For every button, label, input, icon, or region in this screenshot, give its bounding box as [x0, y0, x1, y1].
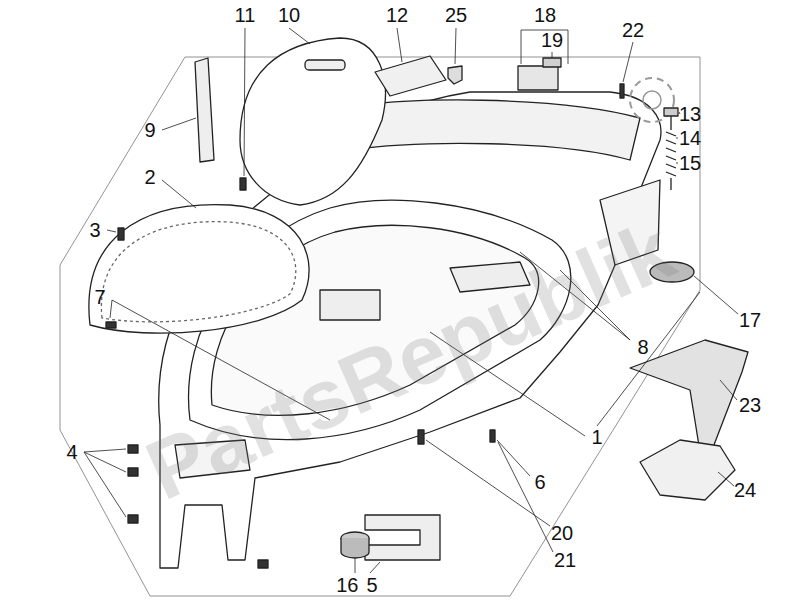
clip	[106, 322, 116, 328]
screw	[490, 430, 495, 442]
clip	[128, 515, 138, 523]
battery-bay	[320, 290, 380, 320]
body-shell	[159, 92, 661, 568]
screw	[418, 430, 424, 444]
fuse-cap	[543, 58, 561, 67]
bolt-head	[664, 108, 678, 116]
plate	[375, 56, 446, 96]
callout-number: 22	[620, 19, 646, 41]
group-frame	[60, 57, 700, 596]
callout-number: 18	[532, 4, 558, 26]
screw	[240, 178, 246, 190]
spring	[666, 116, 676, 190]
gear-hub	[643, 91, 661, 109]
callout-number: 1	[589, 426, 604, 448]
callout-number: 17	[737, 309, 763, 331]
clip	[128, 445, 138, 453]
cover-handle	[305, 60, 345, 70]
clip	[128, 468, 138, 476]
seat-liner	[89, 205, 309, 334]
callout-number: 8	[635, 336, 650, 358]
callout-number: 15	[677, 152, 703, 174]
callout-number: 6	[532, 471, 547, 493]
watermark: PartsRepublik	[135, 207, 685, 513]
rear-rim	[345, 100, 640, 160]
rubber-pad	[365, 515, 440, 560]
glove-box-cover	[240, 38, 385, 205]
callout-number: 16	[334, 574, 360, 596]
callout-number: 12	[384, 4, 410, 26]
callout-number: 24	[732, 479, 758, 501]
callout-number: 23	[737, 394, 763, 416]
callout-number: 13	[677, 103, 703, 125]
callout-number: 25	[443, 4, 469, 26]
buffer-side	[341, 538, 369, 558]
callout-number: 20	[549, 522, 575, 544]
callout-number: 4	[64, 441, 79, 463]
seat-stitch	[101, 222, 295, 322]
callout-number: 14	[677, 127, 703, 149]
foam-pad	[640, 440, 735, 500]
callout-number: 19	[539, 29, 565, 51]
callout-number: 9	[142, 119, 157, 141]
screw	[620, 84, 624, 98]
clip	[448, 66, 462, 84]
front-panel	[175, 440, 250, 478]
callout-number: 3	[87, 219, 102, 241]
strap	[195, 58, 214, 162]
screw	[118, 228, 124, 240]
callout-number: 21	[552, 549, 578, 571]
leader-lines	[84, 28, 738, 573]
callout-number: 10	[276, 4, 302, 26]
callout-number: 7	[92, 286, 107, 308]
callout-number: 2	[142, 166, 157, 188]
plug	[650, 262, 694, 282]
clip	[258, 560, 268, 568]
callout-number: 11	[233, 4, 258, 26]
tray	[450, 262, 530, 292]
side-box	[600, 180, 660, 265]
callout-number: 5	[364, 574, 379, 596]
fuse-box	[518, 66, 558, 90]
